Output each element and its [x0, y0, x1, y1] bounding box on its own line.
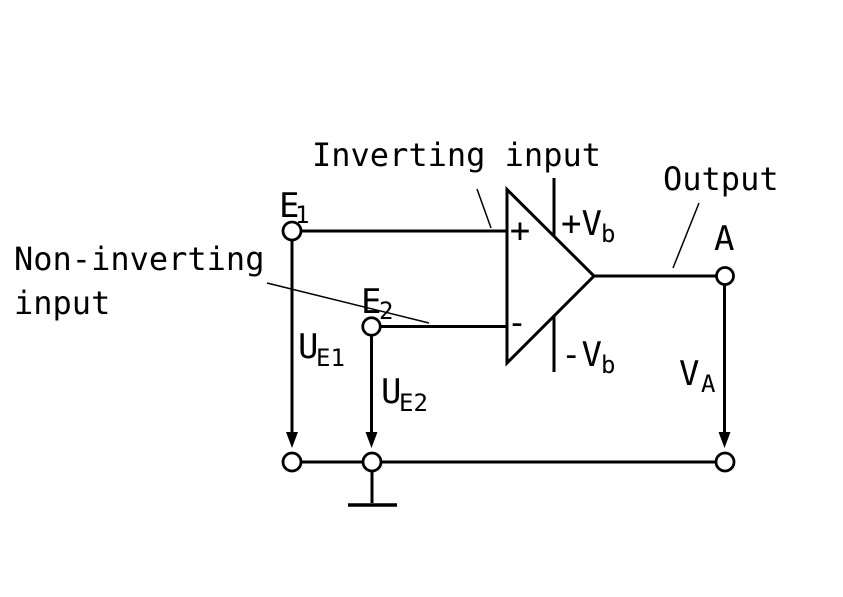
output-leader — [672, 202, 700, 269]
va-arrowhead-icon — [718, 432, 731, 448]
rail-ground-terminal-circle — [361, 451, 383, 473]
ue2-arrowhead-icon — [365, 432, 378, 448]
e1-terminal-label: E — [279, 186, 299, 226]
output-label: Output — [663, 160, 779, 198]
rail-right-terminal-circle — [714, 451, 736, 473]
e1-terminal-circle — [281, 220, 303, 242]
ue1-arrowhead-icon — [286, 432, 298, 448]
e2-terminal-label: E — [361, 282, 381, 322]
non-inverting-input-leader — [266, 282, 430, 324]
positive-supply-subscript: b — [601, 220, 615, 248]
inverting-input-label: Inverting input — [312, 136, 601, 174]
negative-supply-label: -V — [561, 335, 602, 375]
ue1-voltage-subscript: E1 — [316, 344, 345, 372]
e1-terminal-subscript: 1 — [295, 201, 309, 229]
ue1-voltage-label: U — [298, 327, 318, 367]
non-inverting-input-label-line1: Non-inverting — [14, 240, 264, 278]
e2-terminal-subscript: 2 — [379, 297, 393, 325]
opamp-triangle — [505, 185, 597, 367]
inverting-input-leader — [476, 188, 492, 229]
va-voltage-subscript: A — [701, 370, 716, 398]
ue2-voltage-label: U — [381, 372, 401, 412]
plus-input-icon: + — [510, 211, 530, 251]
negative-supply-subscript: b — [601, 351, 615, 379]
positive-supply-label: +V — [561, 204, 602, 244]
ue2-voltage-subscript: E2 — [399, 389, 428, 417]
va-voltage-label: V — [679, 354, 699, 394]
a-terminal-label: A — [714, 219, 734, 259]
minus-input-icon: - — [507, 303, 527, 343]
non-inverting-input-label-line2: input — [14, 284, 110, 322]
a-terminal-circle — [715, 266, 735, 286]
e2-terminal-circle — [361, 316, 382, 337]
rail-left-terminal-circle — [281, 451, 303, 473]
